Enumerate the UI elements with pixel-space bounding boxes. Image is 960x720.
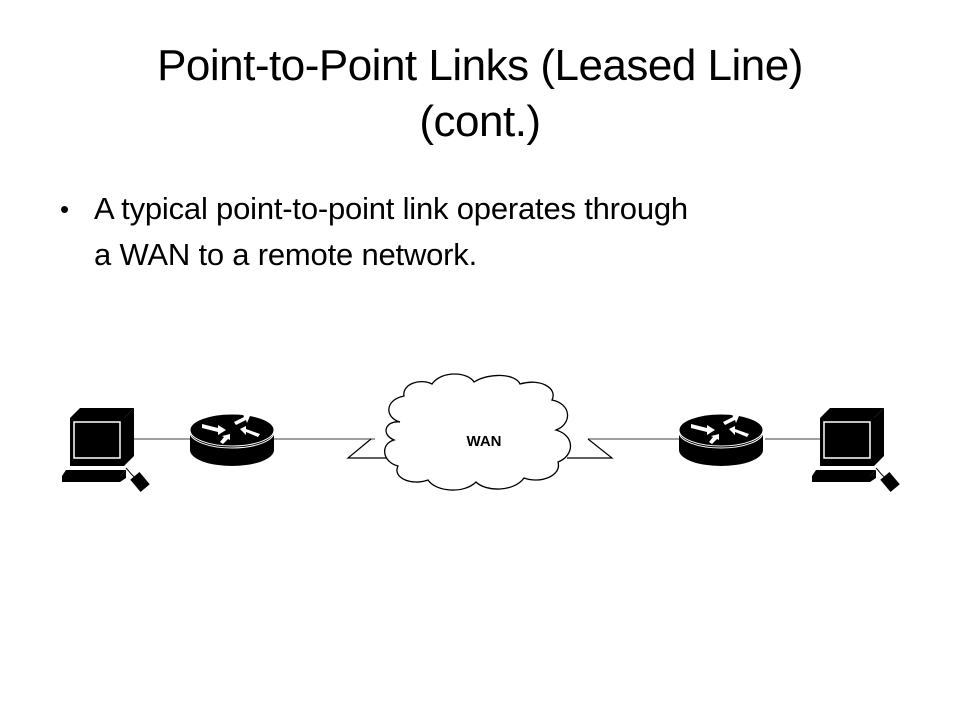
bullet-item: • A typical point-to-point link operates… [58,186,898,278]
cloud-icon: WAN [384,373,572,491]
slide-title-line-2: (cont.) [419,97,541,146]
serial-link-right [567,438,680,459]
computer-icon [62,408,150,492]
wan-label: WAN [467,433,502,450]
bullet-text-line-1: A typical point-to-point link operates t… [94,191,688,226]
router-icon [189,413,275,466]
bullet-list: • A typical point-to-point link operates… [58,186,898,278]
serial-link-left [273,438,395,459]
bullet-text-line-2: a WAN to a remote network. [94,237,478,272]
slide-title: Point-to-Point Links (Leased Line) (cont… [60,38,900,150]
slide-title-line-1: Point-to-Point Links (Leased Line) [157,41,803,90]
bullet-dot-icon: • [60,194,69,224]
router-icon [678,413,764,466]
network-diagram-svg: WAN [62,373,900,492]
computer-icon [812,408,900,492]
network-diagram: WAN [0,370,960,510]
